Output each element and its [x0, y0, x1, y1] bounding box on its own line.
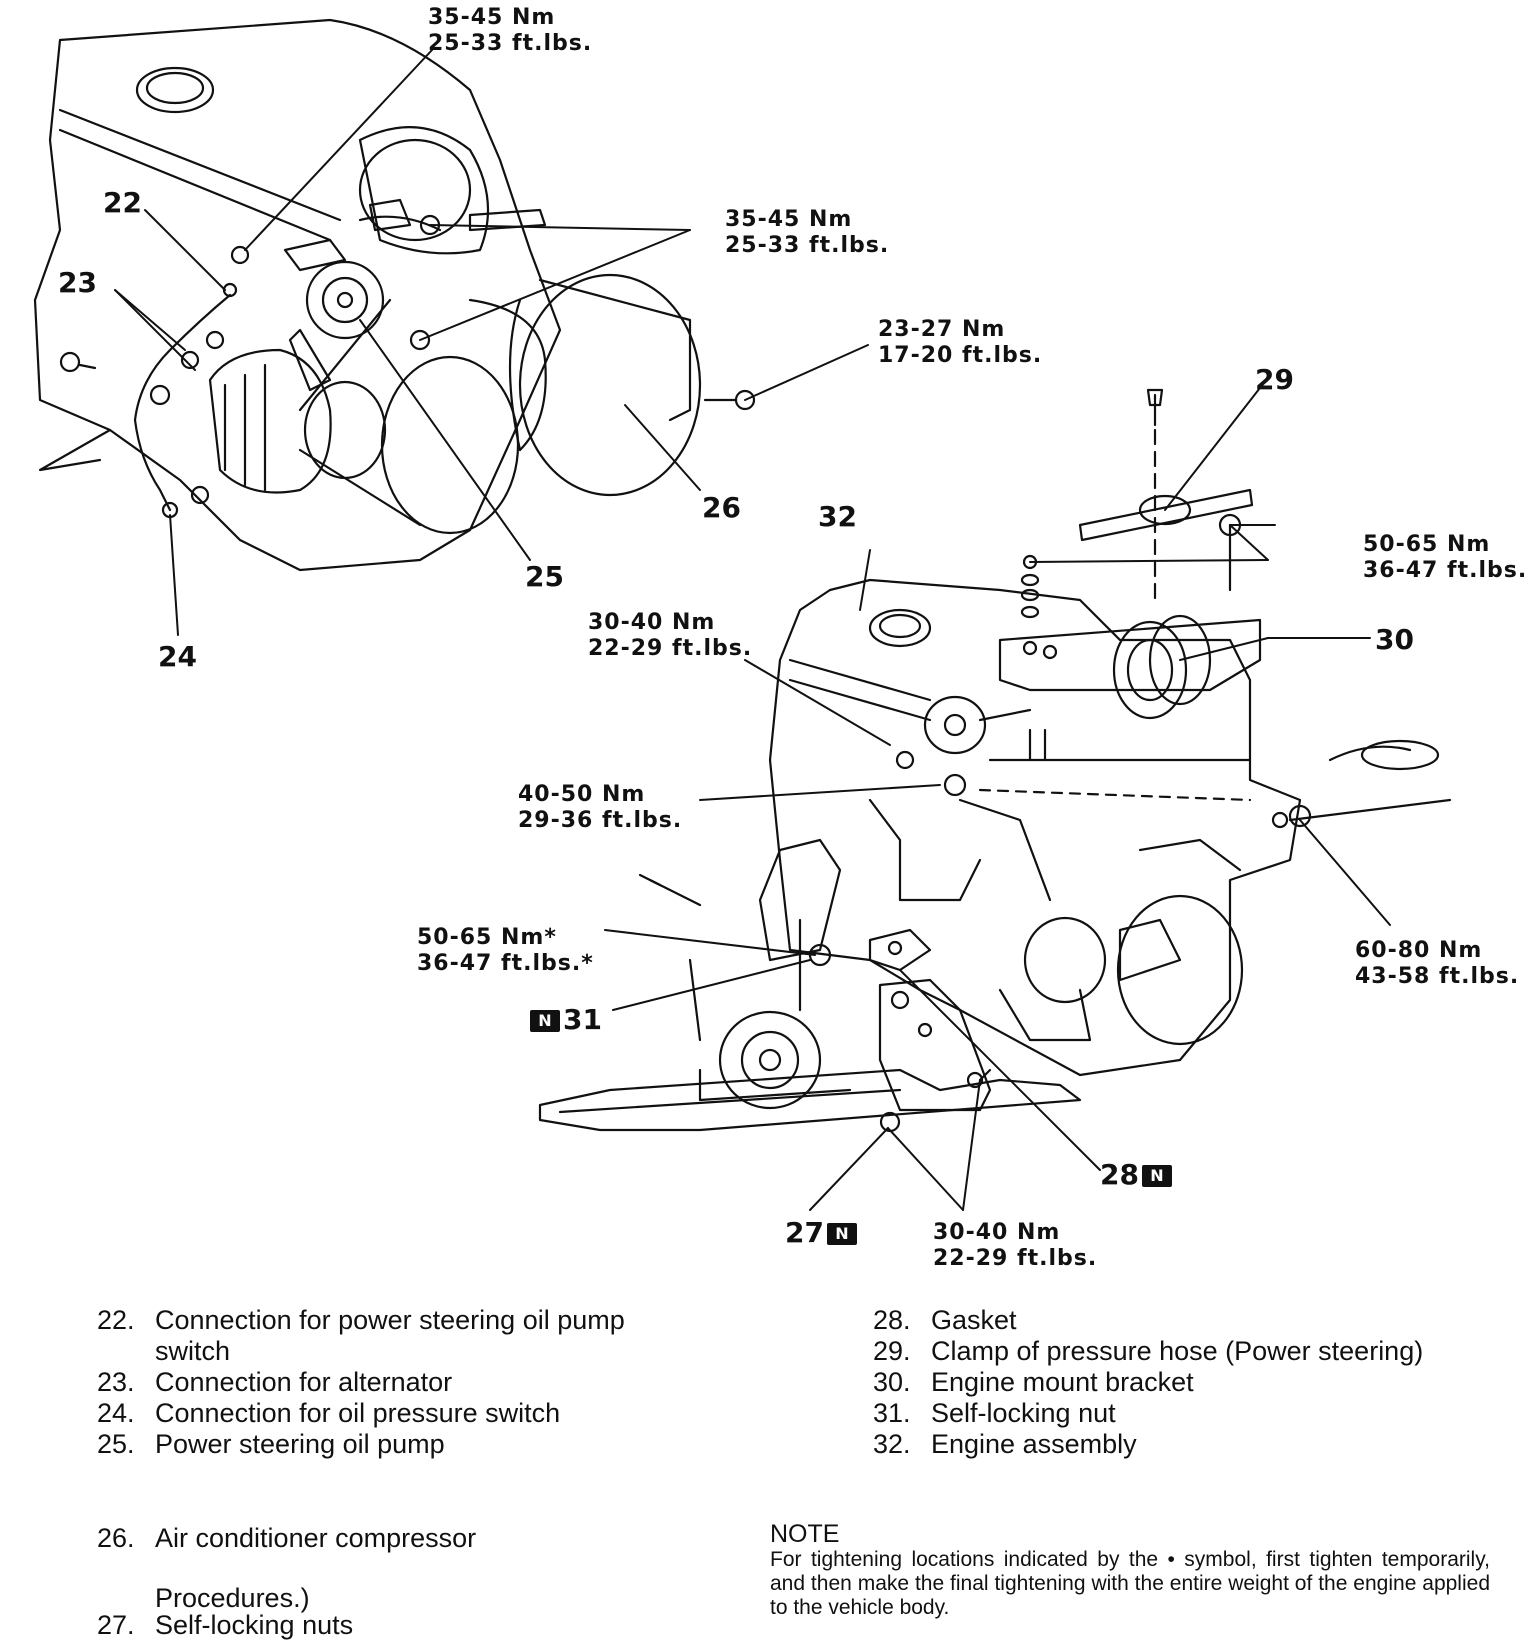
- torque-belt-nm: 35-45 Nm: [725, 207, 853, 232]
- torque-bracket-nm: 50-65 Nm: [1363, 532, 1491, 557]
- torque-mid-ftlbs: 29-36 ft.lbs.: [518, 808, 683, 833]
- legend-text: Power steering oil pump: [155, 1429, 445, 1459]
- legend-text: Self-locking nut: [931, 1398, 1116, 1428]
- note-title: NOTE: [770, 1520, 840, 1548]
- torque-mount-left-ftlbs: 22-29 ft.lbs.: [588, 636, 753, 661]
- legend-item: 23. Connection for alternator: [97, 1367, 697, 1398]
- legend-text: Connection for power steering oil pump s…: [155, 1305, 625, 1366]
- legend-item: 32. Engine assembly: [873, 1429, 1513, 1460]
- legend-item: 31. Self-locking nut: [873, 1398, 1513, 1429]
- legend-index: 27.: [97, 1610, 135, 1640]
- torque-bottom-nm: 30-40 Nm: [933, 1220, 1061, 1245]
- legend-index: 26.: [97, 1523, 135, 1553]
- callout-32: 32: [818, 500, 857, 533]
- legend-index: 22.: [97, 1305, 135, 1335]
- torque-bracket-ftlbs: 36-47 ft.lbs.: [1363, 558, 1528, 583]
- legend-text: Clamp of pressure hose (Power steering): [931, 1336, 1424, 1366]
- legend-item: 25. Power steering oil pump: [97, 1429, 697, 1460]
- callout-23: 23: [58, 266, 97, 299]
- torque-right-nm: 60-80 Nm: [1355, 938, 1483, 963]
- torque-right: 60-80 Nm 43-58 ft.lbs.: [1355, 938, 1519, 990]
- torque-compressor-ftlbs: 17-20 ft.lbs.: [878, 343, 1043, 368]
- torque-right-ftlbs: 43-58 ft.lbs.: [1355, 964, 1520, 989]
- legend-text: Engine assembly: [931, 1429, 1137, 1459]
- legend-index: 29.: [873, 1336, 911, 1366]
- torque-mount-left: 30-40 Nm 22-29 ft.lbs.: [588, 610, 752, 662]
- legend-index: 32.: [873, 1429, 911, 1459]
- legend-fragment: Procedures.): [155, 1583, 310, 1613]
- torque-compressor: 23-27 Nm 17-20 ft.lbs.: [878, 317, 1042, 369]
- callout-31-label: 31: [563, 1003, 602, 1036]
- torque-belt-ftlbs: 25-33 ft.lbs.: [725, 233, 890, 258]
- legend-item: 30. Engine mount bracket: [873, 1367, 1513, 1398]
- callout-27-label: 27: [785, 1216, 824, 1249]
- lower-leader-lines: [604, 374, 1391, 1211]
- callout-22: 22: [103, 186, 142, 219]
- legend-left-3: 27. Self-locking nuts: [97, 1610, 697, 1641]
- torque-top: 35-45 Nm 25-33 ft.lbs.: [428, 5, 592, 57]
- legend-index: 25.: [97, 1429, 135, 1459]
- torque-top-nm: 35-45 Nm: [428, 5, 556, 30]
- note-body: For tightening locations indicated by th…: [770, 1548, 1490, 1619]
- upper-leader-lines: [114, 49, 869, 636]
- callout-29: 29: [1255, 363, 1294, 396]
- callout-28-label: 28: [1100, 1158, 1139, 1191]
- torque-belt: 35-45 Nm 25-33 ft.lbs.: [725, 207, 889, 259]
- legend-left: 22. Connection for power steering oil pum…: [97, 1305, 697, 1460]
- callout-25: 25: [525, 560, 564, 593]
- lower-engine-drawing: [538, 388, 1452, 1133]
- legend-text: Self-locking nuts: [155, 1610, 354, 1640]
- callout-30: 30: [1375, 623, 1414, 656]
- legend-item: 29. Clamp of pressure hose (Power steerin…: [873, 1336, 1513, 1367]
- torque-bracket: 50-65 Nm 36-47 ft.lbs.: [1363, 532, 1527, 584]
- legend-index: 30.: [873, 1367, 911, 1397]
- legend-index: 23.: [97, 1367, 135, 1397]
- legend-index: 31.: [873, 1398, 911, 1428]
- legend-text: Connection for alternator: [155, 1367, 453, 1397]
- legend-text: Engine mount bracket: [931, 1367, 1194, 1397]
- legend-left-2: 26. Air conditioner compressor: [97, 1523, 697, 1554]
- callout-26: 26: [702, 491, 741, 524]
- torque-star-nm: 50-65 Nm*: [417, 925, 557, 950]
- upper-engine-drawing: [33, 18, 756, 572]
- n-badge-icon: N: [1141, 1165, 1172, 1187]
- n-badge-icon: N: [530, 1010, 560, 1032]
- legend-item: 22. Connection for power steering oil pum…: [97, 1305, 697, 1367]
- torque-star: 50-65 Nm* 36-47 ft.lbs.*: [417, 925, 594, 977]
- torque-mount-left-nm: 30-40 Nm: [588, 610, 716, 635]
- legend-item: 27. Self-locking nuts: [97, 1610, 697, 1641]
- torque-bottom: 30-40 Nm 22-29 ft.lbs.: [933, 1220, 1097, 1272]
- legend-index: 24.: [97, 1398, 135, 1428]
- legend-item: 24. Connection for oil pressure switch: [97, 1398, 697, 1429]
- torque-star-ftlbs: 36-47 ft.lbs.*: [417, 951, 594, 976]
- legend-text: Connection for oil pressure switch: [155, 1398, 561, 1428]
- legend-text: Air conditioner compressor: [155, 1523, 477, 1553]
- torque-mid: 40-50 Nm 29-36 ft.lbs.: [518, 782, 682, 834]
- callout-24: 24: [158, 640, 197, 673]
- torque-bottom-ftlbs: 22-29 ft.lbs.: [933, 1246, 1098, 1271]
- legend-item: 28. Gasket: [873, 1305, 1513, 1336]
- torque-compressor-nm: 23-27 Nm: [878, 317, 1006, 342]
- torque-mid-nm: 40-50 Nm: [518, 782, 646, 807]
- legend-text: Gasket: [931, 1305, 1017, 1335]
- legend-item: 26. Air conditioner compressor: [97, 1523, 697, 1554]
- legend-right: 28. Gasket 29. Clamp of pressure hose (Pow…: [873, 1305, 1513, 1460]
- tightening-note: NOTE For tightening locations indicated …: [770, 1520, 1490, 1620]
- n-badge-icon: N: [826, 1223, 857, 1245]
- torque-top-ftlbs: 25-33 ft.lbs.: [428, 31, 593, 56]
- legend-index: 28.: [873, 1305, 911, 1335]
